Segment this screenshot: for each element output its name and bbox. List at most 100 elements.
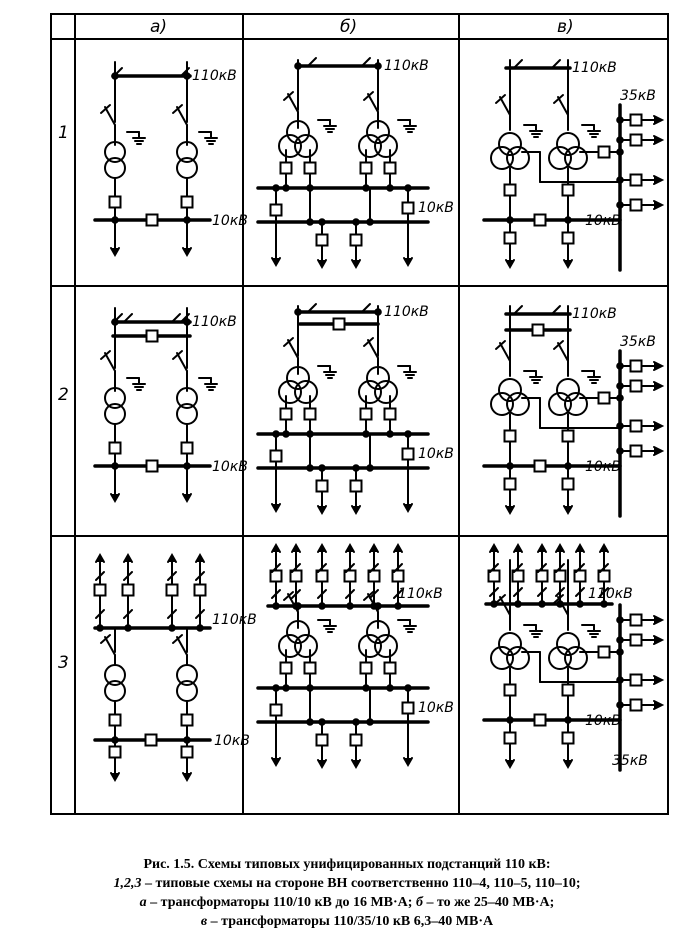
arrow-icon — [653, 135, 665, 145]
switch-blade — [176, 636, 188, 656]
breaker-symbol — [561, 183, 575, 197]
breaker-symbol — [359, 161, 373, 175]
disconnector-tick — [551, 305, 561, 315]
label-110kv: 110кВ — [384, 58, 429, 74]
breaker-symbol — [269, 569, 283, 583]
disconnector-tick — [307, 57, 317, 67]
breaker-symbol — [629, 379, 643, 393]
transformer-icon — [294, 634, 318, 658]
transformer-icon — [506, 392, 530, 416]
junction-dot — [318, 602, 326, 610]
switch-arm — [100, 350, 111, 360]
transformer-icon — [176, 141, 198, 163]
transformer-icon — [506, 146, 530, 170]
disconnector-tick — [575, 587, 585, 597]
junction-dot — [318, 718, 326, 726]
breaker-symbol — [315, 733, 329, 747]
disconnector-tick — [271, 589, 281, 599]
breaker-symbol — [503, 183, 517, 197]
disconnector-tick — [195, 609, 205, 619]
breaker-symbol — [269, 703, 283, 717]
junction-dot — [616, 616, 624, 624]
breaker-symbol — [503, 429, 517, 443]
transformer-icon — [104, 664, 126, 686]
disconnector-tick — [489, 563, 499, 573]
breaker-symbol — [180, 745, 194, 759]
junction-dot — [514, 600, 522, 608]
disconnector-tick — [123, 609, 133, 619]
disconnector-tick — [345, 589, 355, 599]
label-110kv: 110кВ — [572, 60, 617, 76]
disconnector-tick — [171, 313, 181, 323]
disconnector-tick — [95, 609, 105, 619]
label-10kv: 10кВ — [585, 459, 621, 475]
row-label-2: 2 — [58, 385, 69, 405]
arrow-icon — [317, 759, 327, 770]
label-10kv: 10кВ — [585, 713, 621, 729]
disconnector-tick — [537, 563, 547, 573]
arrow-icon — [555, 542, 565, 553]
breaker-symbol — [629, 673, 643, 687]
junction-dot — [272, 602, 280, 610]
breaker-symbol — [561, 429, 575, 443]
junction-dot — [96, 624, 104, 632]
breaker-symbol — [535, 569, 549, 583]
breaker-symbol — [629, 419, 643, 433]
arrow-icon — [403, 757, 413, 768]
breaker-symbol — [629, 613, 643, 627]
arrow-icon — [653, 115, 665, 125]
junction-dot — [374, 62, 382, 70]
figure-caption: Рис. 1.5. Схемы типовых унифицированных … — [0, 855, 694, 931]
disconnector-tick — [555, 587, 565, 597]
transformer-icon — [556, 378, 580, 402]
breaker-symbol — [401, 201, 415, 215]
arrow-icon — [351, 505, 361, 516]
label-10kv: 10кВ — [418, 700, 454, 716]
junction-dot — [366, 718, 374, 726]
caption-line-3: а – трансформаторы 110/10 кВ до 16 МВ·А;… — [139, 895, 555, 910]
transformer-icon — [564, 646, 588, 670]
arrow-icon — [271, 542, 281, 553]
breaker-symbol — [511, 569, 525, 583]
junction-dot — [196, 624, 204, 632]
junction-dot — [306, 464, 314, 472]
breaker-symbol — [180, 195, 194, 209]
disconnector-tick — [537, 587, 547, 597]
transformer-icon — [278, 634, 302, 658]
breaker-symbol — [349, 733, 363, 747]
caption-line-1: Рис. 1.5. Схемы типовых унифицированных … — [143, 857, 551, 872]
label-35kv: 35кВ — [612, 753, 648, 769]
arrow-icon — [317, 542, 327, 553]
disconnector-tick — [361, 57, 371, 67]
breaker-symbol — [121, 583, 135, 597]
transformer-icon — [498, 132, 522, 156]
switch-blade — [104, 636, 116, 656]
transformer-icon — [498, 378, 522, 402]
breaker-symbol — [629, 133, 643, 147]
switch-blade — [499, 96, 511, 116]
breaker-symbol — [503, 231, 517, 245]
breaker-symbol — [367, 569, 381, 583]
breaker-symbol — [108, 441, 122, 455]
breaker-symbol — [349, 479, 363, 493]
transformer-icon — [294, 380, 318, 404]
breaker-symbol — [629, 633, 643, 647]
disconnector-tick — [599, 587, 609, 597]
transformer-icon — [548, 146, 572, 170]
transformer-icon — [366, 620, 390, 644]
transformer-icon — [294, 134, 318, 158]
breaker-symbol — [383, 161, 397, 175]
transformer-icon — [286, 120, 310, 144]
arrow-icon — [653, 381, 665, 391]
breaker-symbol — [391, 569, 405, 583]
arrow-icon — [505, 259, 515, 270]
label-35kv: 35кВ — [620, 88, 656, 104]
disconnector-tick — [95, 571, 105, 581]
switch-blade — [104, 106, 116, 126]
transformer-icon — [278, 380, 302, 404]
disconnector-tick — [513, 563, 523, 573]
switch-arm — [495, 94, 506, 104]
arrow-icon — [653, 200, 665, 210]
junction-dot — [404, 184, 412, 192]
junction-dot — [404, 430, 412, 438]
